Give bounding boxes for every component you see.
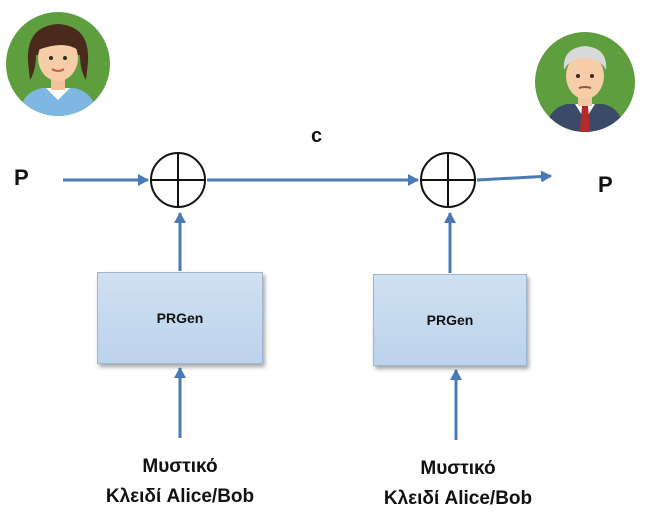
xor-circle-icon (150, 152, 206, 208)
woman-avatar-icon (6, 12, 110, 116)
right-secret-key-label: Μυστικό Κλειδί Alice/Bob (348, 454, 568, 514)
ciphertext-label: c (311, 125, 323, 147)
xor-circle-icon (420, 152, 476, 208)
right-prgen-label: PRGen (426, 312, 474, 328)
plaintext-output-label: P (598, 172, 613, 197)
left-key-line-1: Μυστικό (142, 456, 218, 477)
left-key-line-2: Κλειδί Alice/Bob (105, 486, 255, 507)
old-man-avatar-icon (535, 32, 635, 132)
plaintext-output-arrow (476, 170, 552, 183)
right-key-line-2: Κλειδί Alice/Bob (383, 488, 533, 509)
left-prgen-block: PRGen (97, 272, 263, 364)
right-key-line-1: Μυστικό (420, 458, 496, 479)
left-prgen-label: PRGen (156, 310, 204, 326)
left-secret-key-label: Μυστικό Κλειδί Alice/Bob (70, 452, 290, 512)
plaintext-input-label: P (14, 165, 29, 190)
right-prgen-block: PRGen (373, 274, 527, 366)
